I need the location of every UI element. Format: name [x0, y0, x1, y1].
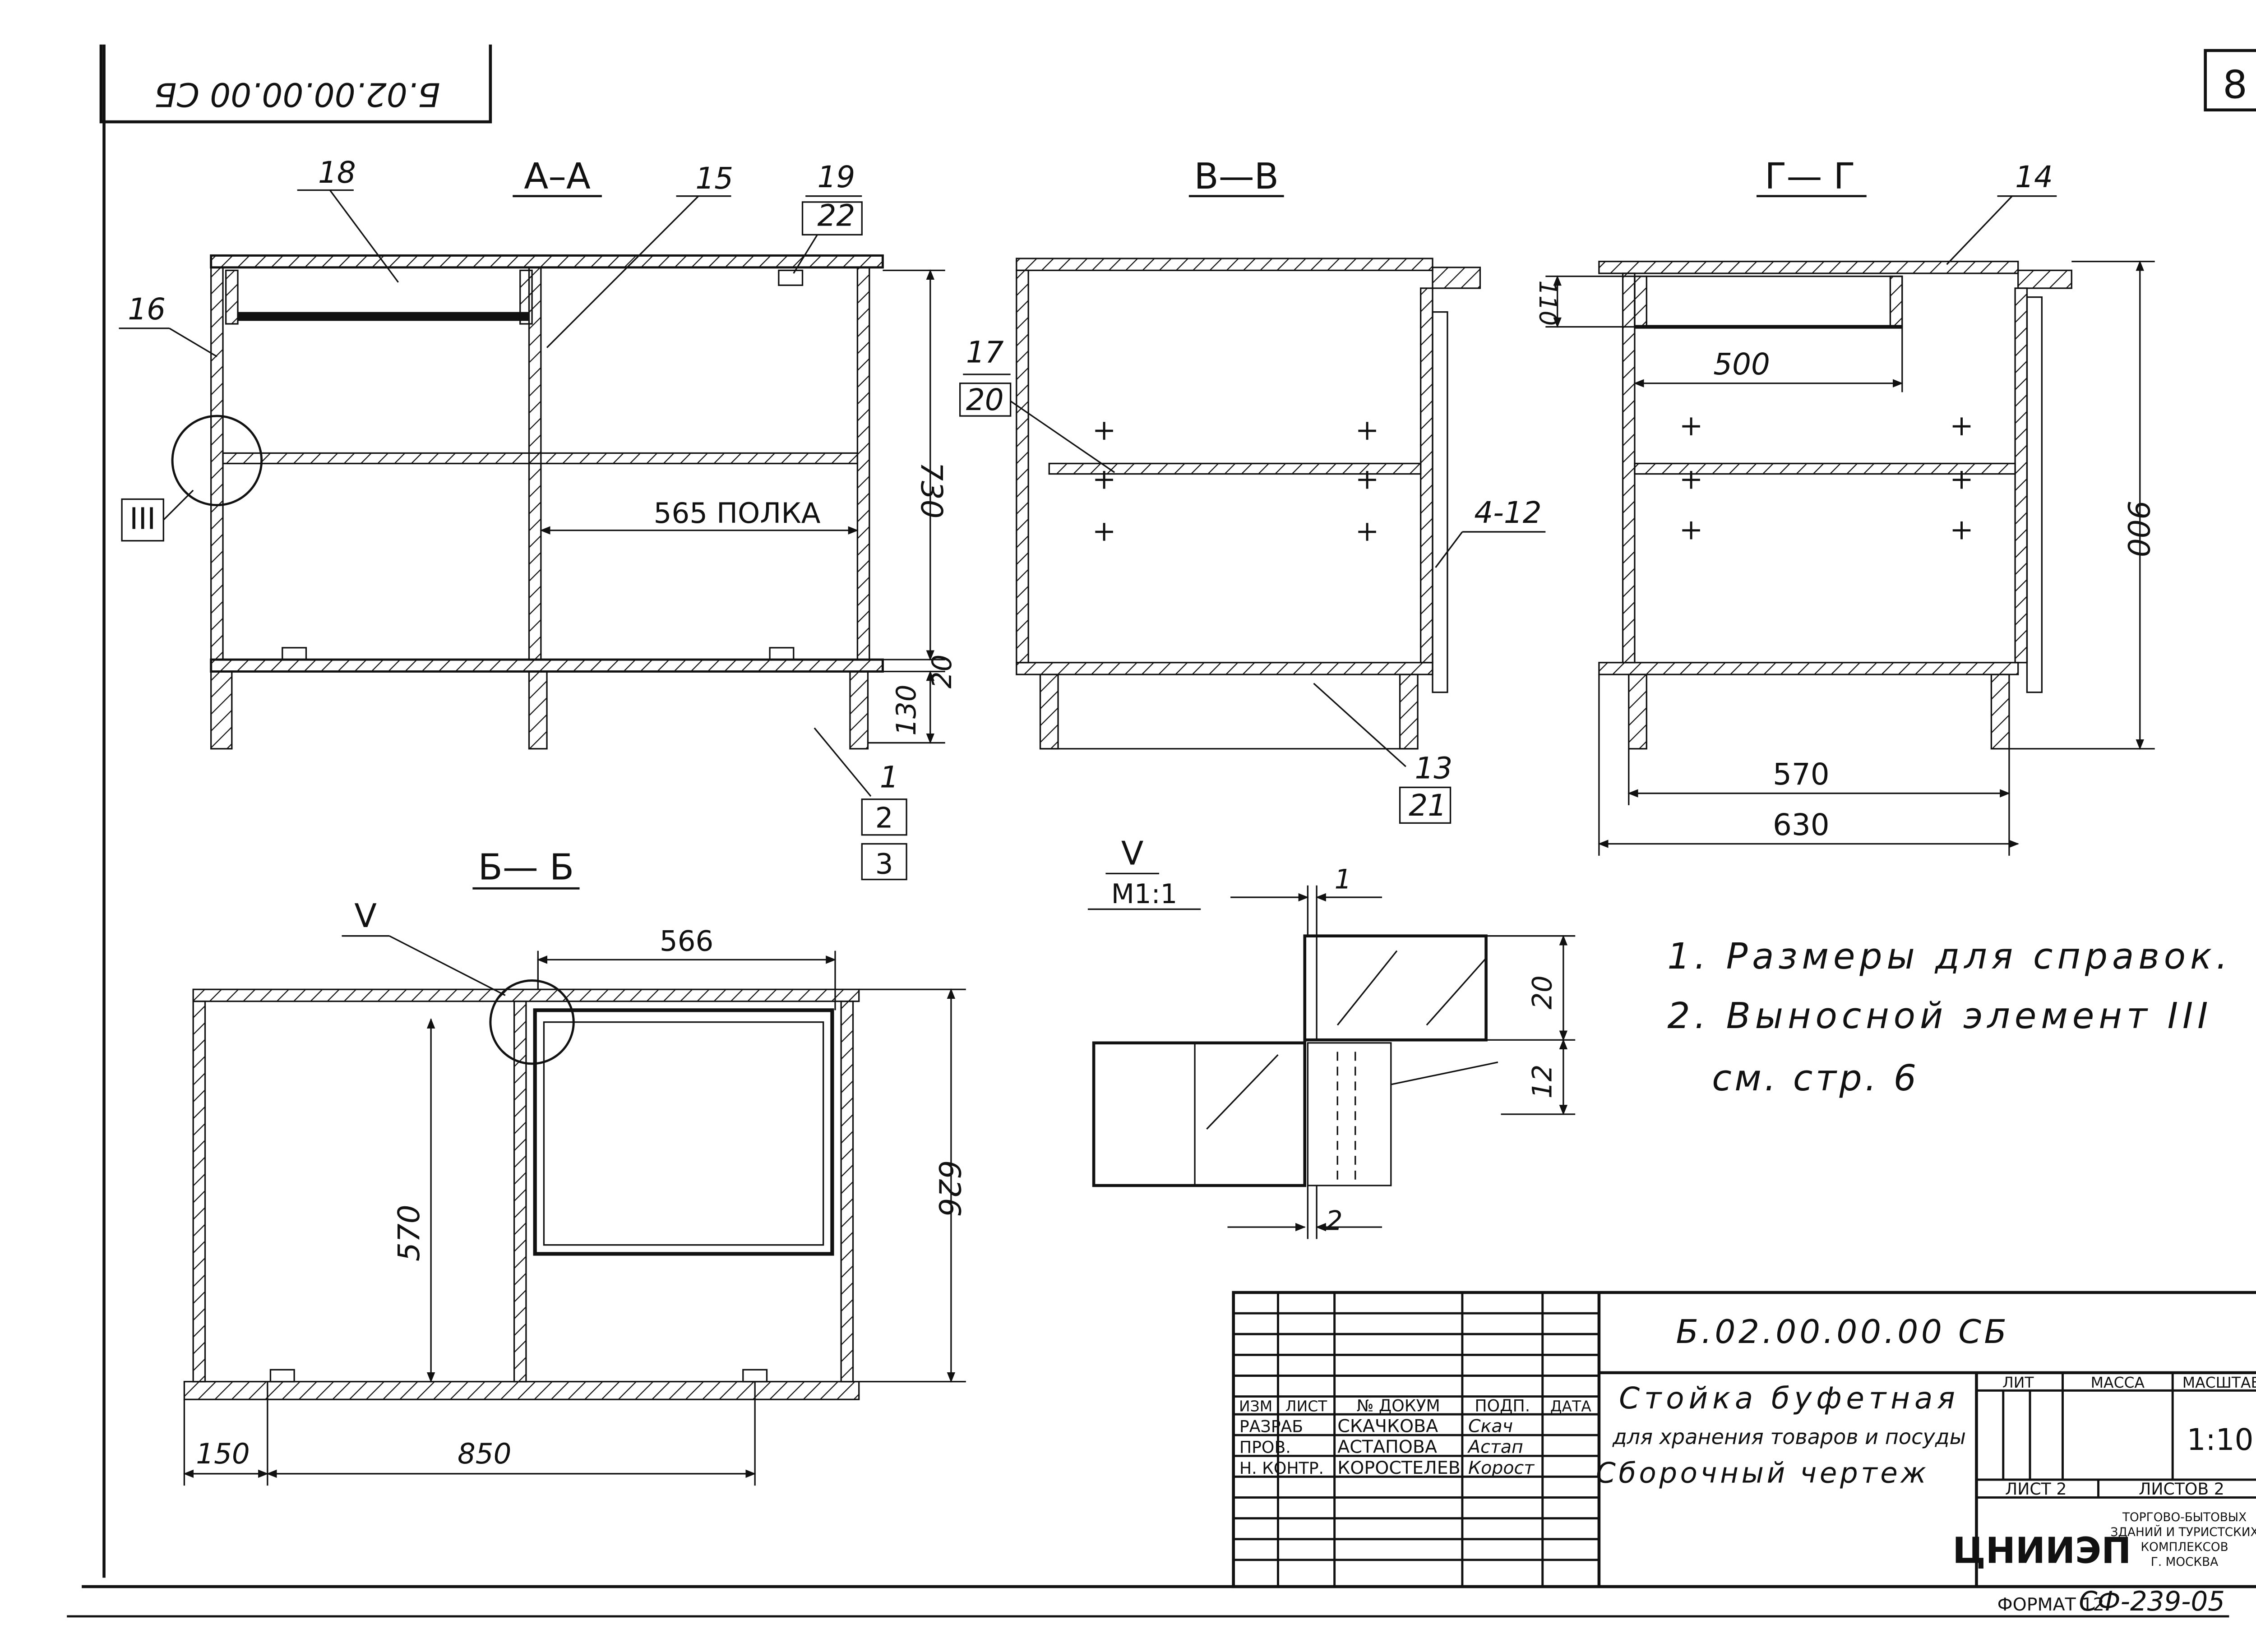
dim-500: 500 [1713, 347, 1770, 382]
section-vv: В—В 17 20 4-12 13 21 [959, 156, 1546, 824]
scale-label: МАСШТАБ [2182, 1374, 2256, 1391]
callout-15: 15 [695, 161, 733, 196]
org-logo: ЦНИИЭП [1952, 1530, 2131, 1571]
name-skachkova: СКАЧКОВА [1337, 1416, 1438, 1437]
signature-skachkova: Скач [1468, 1416, 1513, 1437]
org-line-4: Г. МОСКВА [2151, 1555, 2218, 1569]
title-name-line-3: Сборочный чертеж [1596, 1457, 1929, 1490]
note-1: 1. Размеры для справок. [1667, 936, 2232, 977]
general-notes: 1. Размеры для справок. 2. Выносной элем… [1667, 936, 2232, 1099]
title-block: Б.02.00.00.00 СБ Стойка буфетная для хра… [1232, 1291, 2256, 1588]
title-name-line-2: для хранения товаров и посуды [1612, 1425, 1966, 1449]
dim-1: 1 [1335, 863, 1352, 895]
dim-2: 2 [1326, 1205, 1343, 1237]
callout-3: 3 [875, 847, 893, 880]
title-name-line-1: Стойка буфетная [1619, 1381, 1960, 1416]
hdr-dokum: № ДОКУМ [1357, 1396, 1440, 1416]
callout-19: 19 [817, 160, 855, 194]
detail-v: V М1:1 1 20 12 2 [1087, 835, 1576, 1239]
mass-label: МАССА [2091, 1374, 2145, 1391]
section-gg: Г— Г 14 110 500 [1534, 156, 2155, 856]
format-note: ФОРМАТ 12 [1997, 1594, 2104, 1615]
name-astapova: АСТАПОВА [1337, 1437, 1437, 1458]
callout-21: 21 [1409, 788, 1447, 823]
dim-626: 626 [932, 1160, 967, 1217]
title-designation: Б.02.00.00.00 СБ [1676, 1313, 2009, 1351]
role-nkontr: Н. КОНТР. [1239, 1458, 1324, 1478]
org-line-3: КОМПЛЕКСОВ [2140, 1541, 2228, 1554]
section-aa-title: А–А [524, 156, 591, 197]
signature-korostelev: Корост [1468, 1458, 1535, 1478]
callout-13: 13 [1415, 751, 1452, 786]
section-bb-title: Б— Б [478, 847, 574, 888]
detail-ref-iii: III [129, 501, 156, 536]
section-gg-title: Г— Г [1765, 156, 1855, 197]
org-line-1: ТОРГОВО-БЫТОВЫХ [2122, 1511, 2247, 1524]
archive-code: СФ-239-05 [2079, 1586, 2225, 1617]
lit-label: ЛИТ [2002, 1374, 2034, 1391]
sheet-number: 8 [2223, 63, 2247, 107]
dim-570-door: 570 [392, 1204, 426, 1261]
hdr-podp: ПОДП. [1475, 1396, 1530, 1416]
dim-20-detail: 20 [1527, 975, 1558, 1009]
sheet-label: ЛИСТ 2 [2005, 1479, 2066, 1499]
dim-150: 150 [196, 1437, 250, 1470]
detail-v-title: V [1121, 835, 1144, 873]
sheets-label: ЛИСТОВ 2 [2139, 1479, 2224, 1499]
hdr-list: ЛИСТ [1285, 1398, 1327, 1415]
dim-130: 130 [891, 685, 922, 736]
section-vv-title: В—В [1194, 156, 1279, 197]
scale-value: 1:10 [2187, 1422, 2254, 1457]
callout-17: 17 [966, 335, 1004, 370]
dim-730: 730 [914, 462, 949, 519]
callout-1: 1 [880, 760, 899, 794]
rotated-code: Б.02.00.00.00 СБ [154, 75, 440, 113]
section-aa: А–А 730 20 130 565 ПОЛКА 18 15 [119, 155, 957, 880]
dim-565-shelf: 565 ПОЛКА [654, 497, 821, 530]
dim-110: 110 [1534, 281, 1561, 326]
callout-18: 18 [318, 155, 356, 190]
role-prov: ПРОВ. [1239, 1438, 1291, 1457]
note-2: 2. Выносной элемент III [1667, 995, 2212, 1037]
callout-2: 2 [875, 801, 893, 834]
dim-570: 570 [1773, 757, 1830, 792]
dim-630: 630 [1773, 808, 1830, 842]
hdr-izm: ИЗМ [1239, 1398, 1272, 1415]
role-razrab: РАЗРАБ [1239, 1417, 1303, 1436]
dim-900: 900 [2121, 501, 2155, 558]
note-2-cont: см. стр. 6 [1712, 1057, 1919, 1099]
detail-v-scale: М1:1 [1111, 878, 1178, 909]
detail-ref-v: V [354, 897, 377, 935]
hdr-data: ДАТА [1550, 1398, 1591, 1415]
name-korostelev: КОРОСТЕЛЕВ [1337, 1458, 1461, 1478]
dim-566: 566 [660, 925, 713, 958]
callout-14: 14 [2015, 160, 2053, 194]
callout-16: 16 [128, 292, 166, 327]
callout-20: 20 [966, 383, 1004, 417]
dim-12-detail: 12 [1527, 1065, 1558, 1098]
callout-22: 22 [817, 198, 855, 233]
section-bb: Б— Б V 566 570 626 150 850 [183, 847, 967, 1486]
dim-850: 850 [458, 1437, 511, 1470]
dim-20: 20 [926, 655, 957, 688]
org-line-2: ЗДАНИЙ И ТУРИСТСКИХ [2111, 1525, 2256, 1539]
signature-astapova: Астап [1467, 1437, 1523, 1458]
callout-4-12: 4-12 [1474, 495, 1541, 530]
